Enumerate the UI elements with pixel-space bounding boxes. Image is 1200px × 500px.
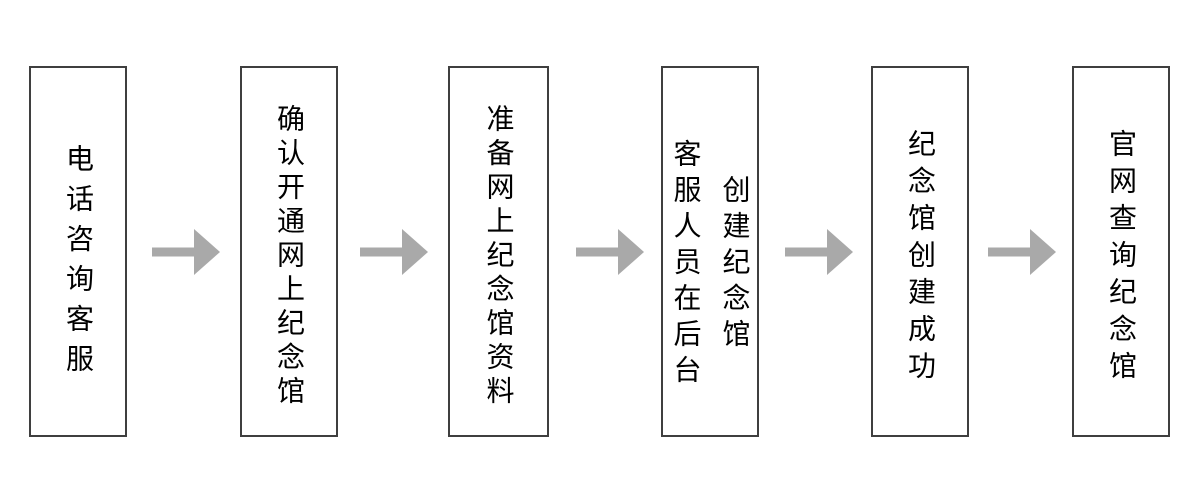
flow-step-label: 电话咨询客服	[63, 143, 94, 384]
flow-step-label: 官网查询纪念馆	[1106, 129, 1137, 388]
arrow-right-icon	[988, 229, 1056, 275]
flow-step-label-line-1: 客服人员在后台	[670, 138, 702, 391]
flow-step-label-line-2: 创建纪念馆	[719, 174, 751, 355]
flow-step-prepare-materials: 准备网上纪念馆资料	[448, 66, 549, 437]
arrow-right-icon	[360, 229, 428, 275]
flow-step-phone-consult: 电话咨询客服	[29, 66, 127, 437]
flow-step-staff-create: 客服人员在后台 创建纪念馆	[661, 66, 759, 437]
flow-step-check-official-site: 官网查询纪念馆	[1072, 66, 1170, 437]
arrow-right-icon	[785, 229, 853, 275]
arrow-right-icon	[152, 229, 220, 275]
arrow-right-icon	[576, 229, 644, 275]
flow-step-multiline-label: 客服人员在后台 创建纪念馆	[670, 138, 751, 391]
flow-step-label: 准备网上纪念馆资料	[483, 103, 515, 410]
flow-step-label: 纪念馆创建成功	[905, 129, 936, 388]
flow-step-confirm-open: 确认开通网上纪念馆	[240, 66, 338, 437]
flow-step-creation-success: 纪念馆创建成功	[871, 66, 969, 437]
flow-step-label: 确认开通网上纪念馆	[274, 103, 305, 410]
